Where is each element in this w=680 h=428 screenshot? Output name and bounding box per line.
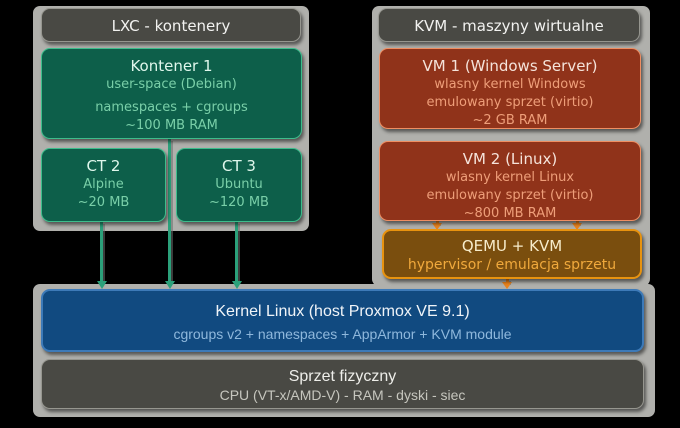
container-1-title: Kontener 1 [130, 57, 213, 75]
hardware-subtitle: CPU (VT-x/AMD-V) - RAM - dyski - siec [219, 387, 466, 403]
ct2-box: CT 2 Alpine ~20 MB [41, 148, 166, 222]
connector-vm1-qemu [436, 221, 439, 224]
connector-qemu-kernel [506, 279, 509, 283]
ct3-box: CT 3 Ubuntu ~120 MB [176, 148, 302, 222]
vm1-line: wlasny kernel Windows [434, 77, 586, 92]
vm2-line: emulowany sprzet (virtio) [426, 188, 594, 203]
vm2-line: ~800 MB RAM [463, 206, 557, 221]
arrowhead-vm2-qemu-icon [572, 223, 582, 230]
qemu-kvm-title: QEMU + KVM [461, 237, 563, 255]
container-1-line: user-space (Debian) [106, 77, 237, 92]
lxc-header: LXC - kontenery [41, 8, 301, 42]
qemu-kvm-subtitle: hypervisor / emulacja sprzetu [407, 257, 617, 273]
vm2-box: VM 2 (Linux) wlasny kernel Linux emulowa… [379, 141, 641, 221]
arrowhead-kontener1-kernel-icon [165, 281, 175, 289]
hardware-title: Sprzet fizyczny [288, 368, 397, 385]
kernel-title: Kernel Linux (host Proxmox VE 9.1) [215, 303, 470, 320]
container-1-box: Kontener 1 user-space (Debian) namespace… [41, 48, 302, 139]
vm2-line: wlasny kernel Linux [445, 170, 575, 185]
ct2-line: Alpine [83, 177, 124, 192]
ct2-line: ~20 MB [77, 195, 130, 210]
kvm-header-label: KVM - maszyny wirtualne [414, 17, 604, 35]
vm1-line: emulowany sprzet (virtio) [426, 95, 594, 110]
hardware-box: Sprzet fizyczny CPU (VT-x/AMD-V) - RAM -… [41, 359, 644, 409]
ct3-line: ~120 MB [209, 195, 269, 210]
connector-ct2-kernel [100, 222, 103, 282]
arrowhead-ct3-kernel-icon [232, 281, 242, 289]
arrowhead-ct2-kernel-icon [97, 281, 107, 289]
container-1-line: namespaces + cgroups [95, 100, 248, 115]
container-1-line: ~100 MB RAM [125, 118, 218, 133]
vm1-box: VM 1 (Windows Server) wlasny kernel Wind… [379, 48, 641, 129]
ct2-title: CT 2 [86, 157, 121, 175]
lxc-header-label: LXC - kontenery [111, 17, 231, 35]
arrowhead-qemu-kernel-icon [502, 282, 512, 289]
vm2-title: VM 2 (Linux) [462, 150, 558, 168]
vm1-line: ~2 GB RAM [472, 113, 548, 128]
connector-kontener1-kernel [168, 139, 171, 282]
ct3-title: CT 3 [222, 157, 256, 175]
qemu-kvm-box: QEMU + KVM hypervisor / emulacja sprzetu [382, 229, 642, 279]
connector-ct3-kernel [235, 222, 238, 282]
kernel-subtitle: cgroups v2 + namespaces + AppArmor + KVM… [173, 326, 512, 342]
arrowhead-vm1-qemu-icon [432, 223, 442, 230]
kvm-header: KVM - maszyny wirtualne [378, 8, 640, 42]
connector-vm2-qemu [576, 221, 579, 224]
kernel-box: Kernel Linux (host Proxmox VE 9.1) cgrou… [41, 289, 644, 352]
vm1-title: VM 1 (Windows Server) [422, 57, 598, 75]
ct3-line: Ubuntu [215, 177, 263, 192]
